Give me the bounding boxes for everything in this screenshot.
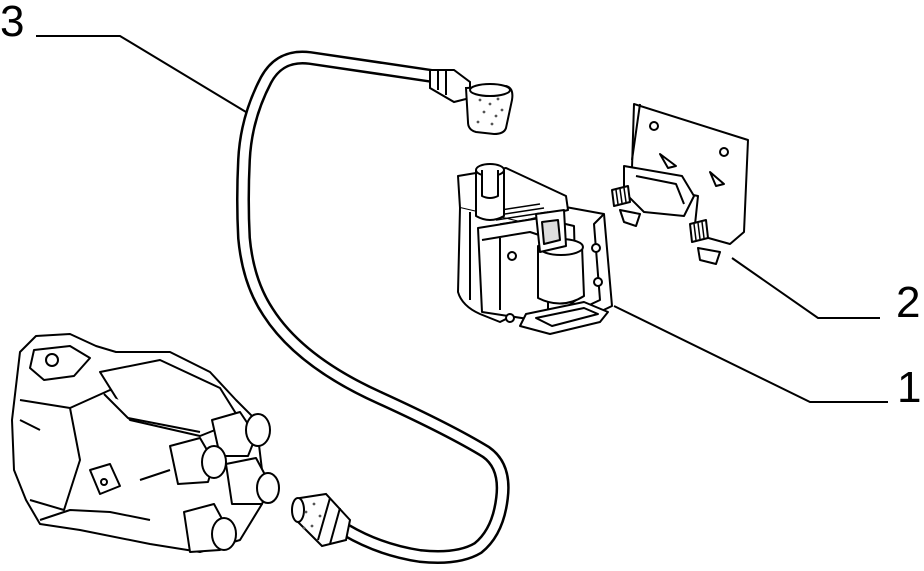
distributor-tower-3 [226,458,279,504]
leader-line-3 [36,36,246,112]
distributor [12,334,279,552]
callout-number-1: 1 [897,363,922,412]
distributor-tower-2 [170,438,226,484]
coil-bracket [612,104,748,264]
ignition-cable [243,57,503,557]
ignition-coil [458,164,612,334]
callout-number-2: 2 [896,278,921,327]
leader-line-1 [614,306,888,402]
distributor-tower-4 [184,504,236,552]
cable-boot-coil-end [430,70,512,134]
distributor-tower-1 [212,412,270,456]
cable-boot-distributor-end [292,494,350,546]
leader-line-2 [732,258,880,318]
callout-number-3: 3 [0,0,25,46]
